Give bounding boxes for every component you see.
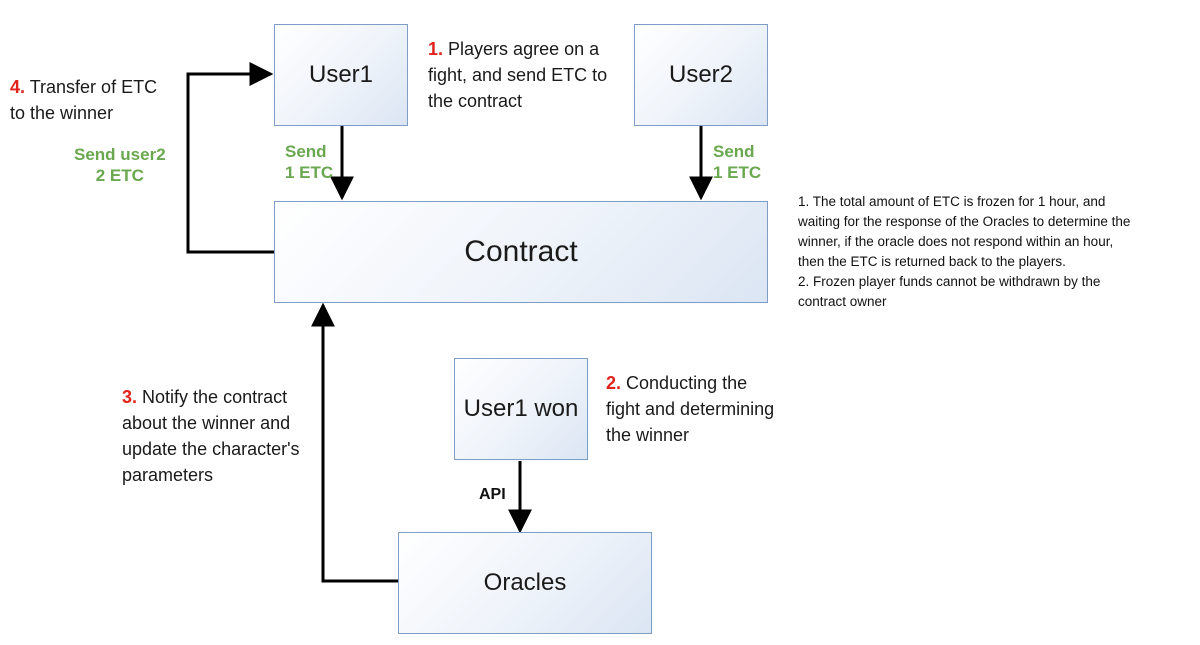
contract-notes: 1. The total amount of ETC is frozen for… (798, 192, 1130, 312)
contract-label: Contract (464, 235, 578, 268)
send-winner-line1: Send user2 (74, 145, 166, 164)
edge-label-send-user1: Send 1 ETC (285, 141, 333, 183)
step1-line3: the contract (428, 91, 523, 111)
step1-line1: Players agree on a (448, 39, 600, 59)
edge-label-api: API (479, 486, 506, 503)
user1won-node: User1 won (454, 358, 588, 460)
step2-line3: the winner (606, 425, 690, 445)
step4-number: 4. (10, 77, 26, 97)
step2-line1: Conducting the (626, 373, 748, 393)
send-user2-line1: Send (713, 142, 755, 161)
step2-number: 2. (606, 373, 622, 393)
note-line4: then the ETC is returned back to the pla… (798, 254, 1066, 269)
step3-number: 3. (122, 387, 138, 407)
step4-line1: Transfer of ETC (29, 77, 158, 97)
user2-node: User2 (634, 24, 768, 126)
oracles-node: Oracles (398, 532, 652, 634)
send-user1-line1: Send (285, 142, 327, 161)
note-line1: 1. The total amount of ETC is frozen for… (798, 194, 1106, 209)
step3-caption: 3. Notify the contract about the winner … (122, 384, 300, 488)
step1-caption: 1. Players agree on a fight, and send ET… (428, 36, 607, 114)
note-line5: 2. Frozen player funds cannot be withdra… (798, 274, 1101, 289)
user1won-label: User1 won (463, 395, 579, 422)
note-line3: winner, if the oracle does not respond w… (798, 234, 1114, 249)
user1-node: User1 (274, 24, 408, 126)
edge-label-send-winner: Send user2 2 ETC (74, 144, 166, 186)
step3-line1: Notify the contract (142, 387, 288, 407)
step3-line2: about the winner and (122, 413, 291, 433)
step4-caption: 4. Transfer of ETC to the winner (10, 74, 157, 126)
send-user1-line2: 1 ETC (285, 163, 334, 182)
send-winner-line2: 2 ETC (95, 166, 144, 185)
step1-line2: fight, and send ETC to (428, 65, 608, 85)
step1-number: 1. (428, 39, 444, 59)
user1-label: User1 (308, 61, 374, 88)
step3-line4: parameters (122, 465, 214, 485)
arrow-oracles-to-contract (311, 302, 398, 583)
send-user2-line2: 1 ETC (713, 163, 762, 182)
step2-caption: 2. Conducting the fight and determining … (606, 370, 774, 448)
arrow-contract-to-user1 (186, 62, 275, 254)
contract-node: Contract (274, 201, 768, 303)
oracles-label: Oracles (483, 569, 567, 596)
step2-line2: fight and determining (606, 399, 775, 419)
note-line6: contract owner (798, 294, 887, 309)
step4-line2: to the winner (10, 103, 114, 123)
edge-label-send-user2: Send 1 ETC (713, 141, 761, 183)
step3-line3: update the character's (122, 439, 300, 459)
note-line2: waiting for the response of the Oracles … (798, 214, 1131, 229)
user2-label: User2 (668, 61, 734, 88)
